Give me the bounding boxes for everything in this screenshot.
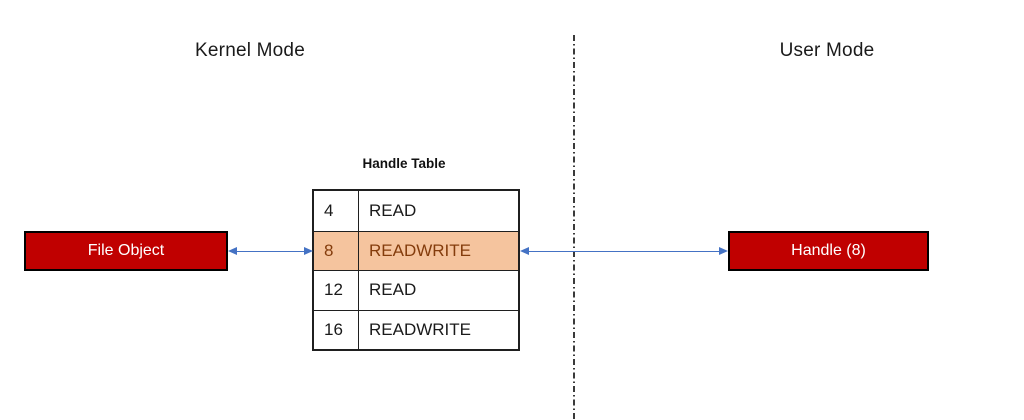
arrowhead-left-icon xyxy=(520,247,529,255)
arrowhead-right-icon xyxy=(719,247,728,255)
file-object-to-table-arrow xyxy=(228,247,313,256)
handle-table-cell-access-highlighted: READWRITE xyxy=(358,230,518,270)
handle-box: Handle (8) xyxy=(728,231,929,271)
kernel-mode-label: Kernel Mode xyxy=(195,40,305,61)
handle-table-title: Handle Table xyxy=(362,156,446,171)
arrowhead-right-icon xyxy=(304,247,313,255)
arrow-line xyxy=(528,250,720,253)
kernel-user-boundary-line xyxy=(573,35,575,420)
handle-table-cell-handle-highlighted: 8 xyxy=(314,230,358,270)
arrow-line xyxy=(236,250,305,253)
handle-table: 4 READ 8 READWRITE 12 READ 16 READWRITE xyxy=(312,189,520,351)
user-mode-label: User Mode xyxy=(779,40,875,61)
table-to-handle-arrow xyxy=(520,247,728,256)
handle-table-cell-access: READ xyxy=(358,191,518,231)
handle-table-cell-handle: 16 xyxy=(314,309,358,350)
file-object-box: File Object xyxy=(24,231,228,271)
handle-box-label: Handle (8) xyxy=(791,242,866,259)
file-object-label: File Object xyxy=(87,242,165,259)
handle-table-cell-handle: 4 xyxy=(324,200,334,220)
handle-table-cell-access: READ xyxy=(358,270,518,310)
arrowhead-left-icon xyxy=(228,247,237,255)
handle-table-cell-access: READWRITE xyxy=(358,309,518,349)
handle-table-cell-handle: 12 xyxy=(314,270,358,310)
